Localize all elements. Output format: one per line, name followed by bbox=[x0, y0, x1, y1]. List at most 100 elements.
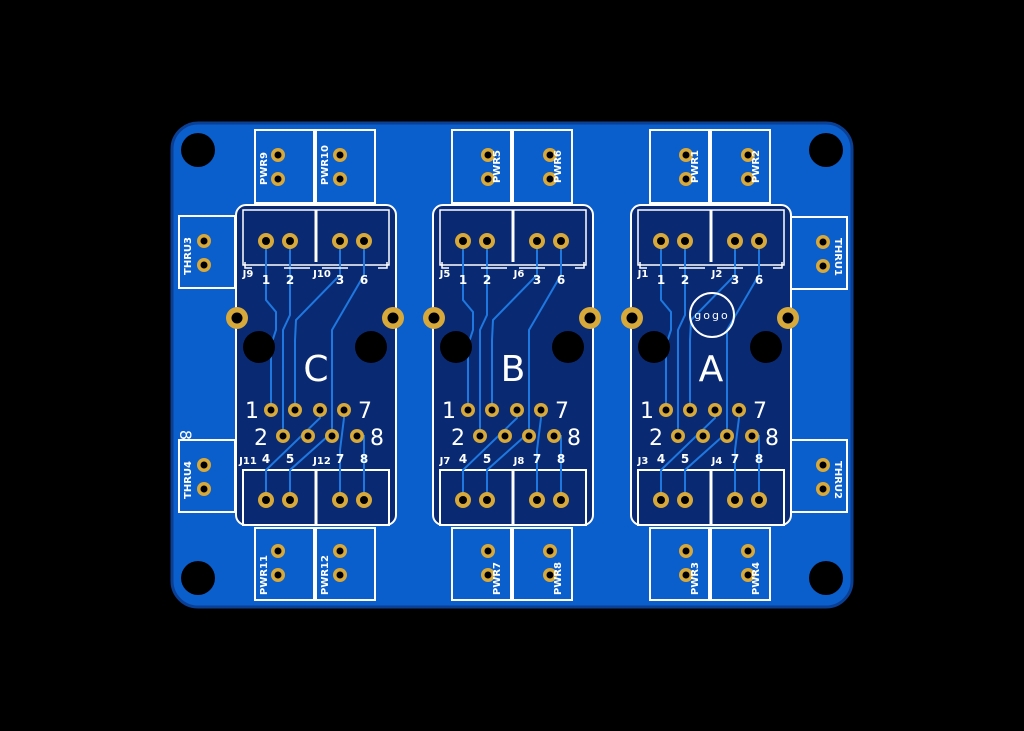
drill-hole bbox=[484, 175, 492, 183]
drill-hole bbox=[546, 571, 554, 579]
connector-ref: J9 bbox=[242, 269, 254, 280]
drill-hole bbox=[686, 406, 694, 414]
drill-hole bbox=[533, 496, 541, 504]
connector-ref: J1 bbox=[637, 269, 649, 280]
pwr-label: PWR5 bbox=[492, 150, 503, 183]
drill-hole bbox=[626, 312, 638, 324]
drill-hole bbox=[819, 262, 827, 270]
pwr-label: PWR11 bbox=[259, 555, 270, 595]
pin-label: 3 bbox=[731, 273, 739, 287]
pwr-connector-outline bbox=[649, 129, 710, 204]
pin-label: 8 bbox=[557, 452, 565, 466]
drill-hole bbox=[513, 406, 521, 414]
drill-hole bbox=[200, 237, 208, 245]
pin-label: 3 bbox=[533, 273, 541, 287]
drill-hole bbox=[546, 151, 554, 159]
trace bbox=[282, 241, 291, 436]
drill-hole bbox=[731, 237, 739, 245]
pin-label: 1 bbox=[657, 273, 665, 287]
mounting-hole bbox=[809, 133, 843, 167]
alignment-hole bbox=[440, 331, 472, 363]
drill-hole bbox=[525, 432, 533, 440]
pin-label: 4 bbox=[657, 452, 665, 466]
pin-label: 7 bbox=[731, 452, 739, 466]
alignment-hole bbox=[750, 331, 782, 363]
pin-label: 5 bbox=[286, 452, 294, 466]
drill-hole bbox=[488, 406, 496, 414]
connector-ref: J4 bbox=[711, 456, 723, 467]
alignment-hole bbox=[552, 331, 584, 363]
rj45-pin-label: 2 bbox=[254, 426, 268, 451]
drill-hole bbox=[428, 312, 440, 324]
drill-hole bbox=[681, 237, 689, 245]
side-mark: 8 bbox=[176, 430, 195, 440]
drill-hole bbox=[360, 237, 368, 245]
rj45-pin-label: 8 bbox=[765, 426, 779, 451]
pwr-connector-outline bbox=[315, 129, 376, 204]
drill-hole bbox=[286, 237, 294, 245]
alignment-hole bbox=[243, 331, 275, 363]
drill-hole bbox=[476, 432, 484, 440]
drill-hole bbox=[731, 496, 739, 504]
rj45-pin-label: 7 bbox=[555, 399, 569, 424]
drill-hole bbox=[274, 151, 282, 159]
connector-ref: J6 bbox=[513, 269, 525, 280]
drill-hole bbox=[262, 237, 270, 245]
drill-hole bbox=[200, 261, 208, 269]
pwr-label: PWR8 bbox=[553, 562, 564, 595]
pwr-label: PWR4 bbox=[751, 562, 762, 595]
pin-label: 6 bbox=[360, 273, 368, 287]
pwr-label: PWR2 bbox=[751, 150, 762, 183]
thru-label: THRU1 bbox=[832, 238, 843, 276]
pwr-connector-outline bbox=[254, 527, 315, 601]
alignment-hole bbox=[638, 331, 670, 363]
drill-hole bbox=[537, 406, 545, 414]
module-letter: C bbox=[303, 349, 328, 390]
rj45-pin-label: 7 bbox=[753, 399, 767, 424]
trace bbox=[491, 241, 538, 410]
pin-label: 8 bbox=[360, 452, 368, 466]
module-letter: B bbox=[501, 349, 526, 390]
drill-hole bbox=[200, 461, 208, 469]
drill-hole bbox=[744, 547, 752, 555]
connector-ref: J2 bbox=[711, 269, 723, 280]
pin-label: 3 bbox=[336, 273, 344, 287]
trace bbox=[677, 241, 686, 436]
drill-hole bbox=[735, 406, 743, 414]
pin-label: 5 bbox=[681, 452, 689, 466]
connector-ref: J10 bbox=[312, 269, 331, 280]
logo-text: gogo bbox=[694, 309, 729, 322]
silk-mark bbox=[575, 262, 585, 269]
drill-hole bbox=[682, 175, 690, 183]
drill-hole bbox=[387, 312, 399, 324]
connector-ref: J7 bbox=[439, 456, 451, 467]
drill-hole bbox=[336, 496, 344, 504]
drill-hole bbox=[755, 496, 763, 504]
pwr-connector-outline bbox=[451, 129, 512, 204]
mounting-hole bbox=[809, 561, 843, 595]
thru-label: THRU3 bbox=[183, 237, 194, 275]
drill-hole bbox=[360, 496, 368, 504]
pin-label: 1 bbox=[459, 273, 467, 287]
silk-mark bbox=[441, 262, 449, 269]
drill-hole bbox=[819, 238, 827, 246]
drill-hole bbox=[682, 547, 690, 555]
drill-hole bbox=[274, 571, 282, 579]
trace bbox=[289, 435, 329, 500]
thru-label: THRU4 bbox=[183, 461, 194, 499]
rj45-pin-label: 8 bbox=[567, 426, 581, 451]
rj45-pin-label: 1 bbox=[442, 399, 456, 424]
pwr-label: PWR12 bbox=[320, 555, 331, 595]
pwr-connector-outline bbox=[649, 527, 710, 601]
drill-hole bbox=[550, 432, 558, 440]
pin-label: 4 bbox=[262, 452, 270, 466]
drill-hole bbox=[744, 175, 752, 183]
drill-hole bbox=[274, 547, 282, 555]
pin-label: 2 bbox=[681, 273, 689, 287]
drill-hole bbox=[274, 175, 282, 183]
rj45-pin-label: 2 bbox=[451, 426, 465, 451]
drill-hole bbox=[584, 312, 596, 324]
thru-label: THRU2 bbox=[832, 461, 843, 499]
pwr-connector-outline bbox=[512, 527, 573, 601]
alignment-hole bbox=[355, 331, 387, 363]
